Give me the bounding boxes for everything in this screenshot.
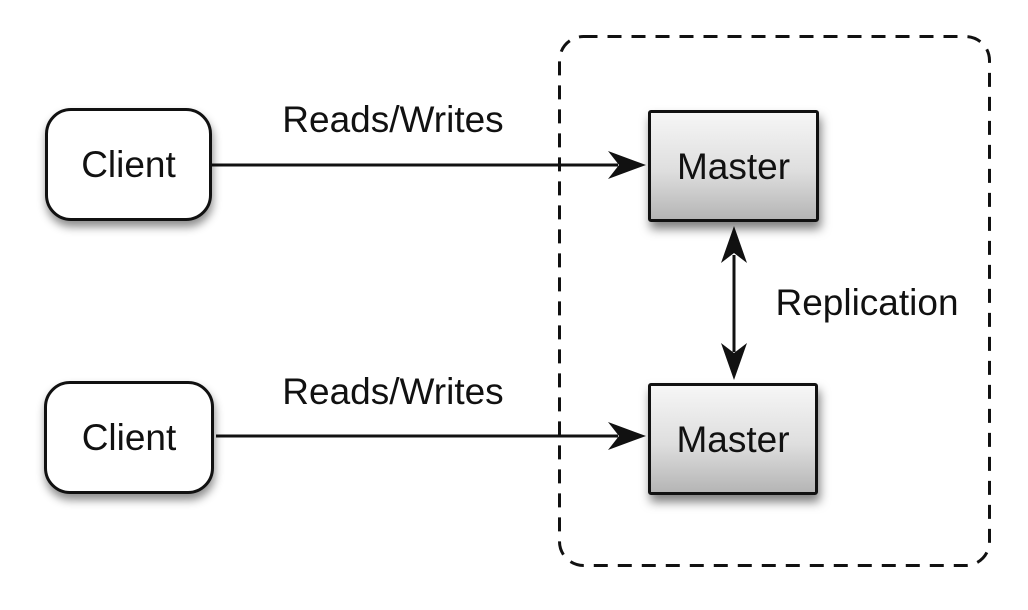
arrow-replication xyxy=(721,226,747,380)
master-node-bottom: Master xyxy=(648,383,818,495)
master-node-bottom-label: Master xyxy=(676,418,790,460)
label-reads-writes-bottom: Reads/Writes xyxy=(282,371,504,412)
master-node-top-label: Master xyxy=(676,145,791,187)
arrow-reads-writes-bottom xyxy=(216,422,646,450)
client-node-bottom-label: Client xyxy=(81,417,177,458)
master-group-boundary xyxy=(558,35,991,567)
arrow-reads-writes-top xyxy=(212,151,646,179)
client-node-top-label: Client xyxy=(81,144,176,185)
label-reads-writes-top: Reads/Writes xyxy=(282,99,504,140)
label-replication: Replication xyxy=(775,282,959,323)
master-node-top: Master xyxy=(648,110,819,222)
client-node-top: Client xyxy=(45,108,212,221)
client-node-bottom: Client xyxy=(44,381,214,494)
